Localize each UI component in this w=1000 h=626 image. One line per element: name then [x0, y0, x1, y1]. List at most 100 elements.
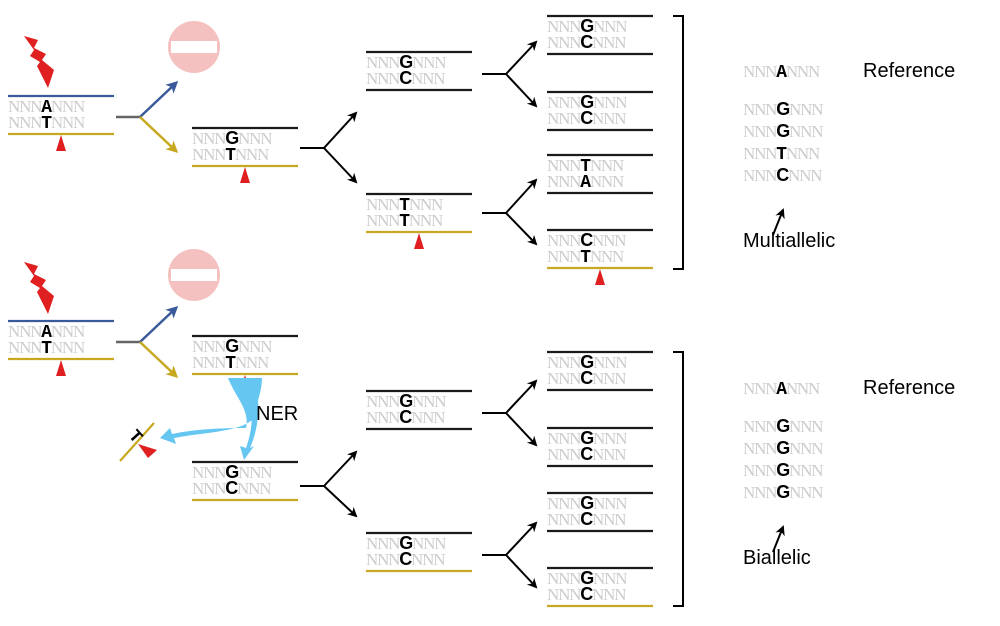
variant-base: A	[776, 63, 787, 83]
flank-right: NNN	[592, 109, 626, 128]
sequence-line: NNNCNNN	[547, 368, 627, 388]
svg-text:NNNGNNN: NNNGNNN	[743, 460, 823, 480]
replication-fork	[482, 40, 538, 108]
arrow-icon	[139, 341, 179, 379]
variant-base: T	[399, 196, 410, 216]
arrow-icon	[505, 212, 538, 246]
flank-left: NNN	[366, 408, 400, 427]
sequence-line: NNNTNNN	[366, 195, 444, 216]
flank-left: NNN	[366, 550, 400, 569]
arrow-icon	[323, 485, 358, 518]
sequence-line: NNNGNNN	[547, 92, 628, 112]
svg-text:NNNGNNN: NNNGNNN	[547, 428, 627, 448]
flank-left: NNN	[192, 145, 226, 164]
variant-base: G	[580, 92, 593, 112]
arrow-icon	[505, 40, 538, 75]
flank-right: NNN	[592, 510, 626, 529]
svg-text:NNNGNNN: NNNGNNN	[366, 391, 446, 411]
flank-right: NNN	[789, 483, 823, 502]
flank-left: NNN	[743, 62, 777, 81]
flank-right: NNN	[51, 97, 85, 116]
variant-base: T	[225, 146, 236, 166]
svg-text:NNNGNNN: NNNGNNN	[366, 533, 446, 553]
svg-text:NNNANNN: NNNANNN	[547, 172, 624, 193]
variant-base: G	[580, 493, 593, 513]
sequence-line: NNNGNNN	[366, 533, 447, 553]
arrow-icon	[323, 450, 358, 487]
sequence-line: NNNTNNN	[8, 338, 86, 359]
flank-right: NNN	[590, 172, 624, 191]
svg-text:NNNCNNN: NNNCNNN	[547, 32, 626, 52]
variant-base: G	[580, 428, 593, 448]
lesion-marker-icon	[56, 360, 66, 376]
flank-right: NNN	[788, 166, 822, 185]
replication-fork	[300, 111, 358, 184]
flank-left: NNN	[8, 113, 42, 132]
svg-text:NNNTNNN: NNNTNNN	[547, 156, 624, 177]
reference-label: Reference	[863, 377, 955, 399]
flank-left: NNN	[743, 144, 777, 163]
sequence-line: NNNCNNN	[547, 444, 627, 464]
sequence-line: NNNGNNN	[366, 391, 447, 411]
svg-text:NNNCNNN: NNNCNNN	[366, 549, 445, 569]
flank-right: NNN	[409, 211, 443, 230]
sequence-line: NNNCNNN	[547, 32, 627, 52]
variant-base: C	[580, 509, 593, 529]
flank-right: NNN	[786, 379, 820, 398]
variant-base: C	[580, 32, 593, 52]
flank-left: NNN	[192, 337, 226, 356]
origin-fork	[116, 305, 179, 379]
variant-base: G	[225, 128, 238, 148]
flank-left: NNN	[8, 322, 42, 341]
sequence-line: NNNTNNN	[743, 144, 821, 165]
sequence-line: NNNGNNN	[547, 16, 628, 36]
svg-text:NNNTNNN: NNNTNNN	[192, 145, 269, 166]
lightning-bolt-icon	[24, 36, 54, 88]
sequence-line: NNNCNNN	[366, 407, 446, 427]
lesion-marker-icon	[56, 135, 66, 151]
flank-right: NNN	[412, 392, 446, 411]
flank-right: NNN	[238, 129, 272, 148]
svg-text:NNNTNNN: NNNTNNN	[8, 113, 85, 134]
sequence-line: NNNGNNN	[743, 416, 824, 436]
svg-text:NNNCNNN: NNNCNNN	[192, 478, 271, 498]
flank-right: NNN	[235, 145, 269, 164]
lesion-marker-icon	[414, 233, 424, 249]
sequence-line: NNNGNNN	[743, 460, 824, 480]
flank-left: NNN	[547, 93, 581, 112]
variant-base: G	[225, 462, 238, 482]
variant-base: C	[399, 68, 412, 88]
variant-base: G	[776, 482, 789, 502]
flank-right: NNN	[412, 534, 446, 553]
flank-left: NNN	[547, 494, 581, 513]
flank-left: NNN	[743, 439, 777, 458]
arrow-icon	[139, 305, 179, 343]
flank-left: NNN	[366, 392, 400, 411]
flank-right: NNN	[51, 322, 85, 341]
sequence-line: NNNANNN	[547, 172, 625, 193]
flank-left: NNN	[8, 338, 42, 357]
sequence-line: NNNGNNN	[547, 568, 628, 588]
sequence-line: NNNANNN	[8, 97, 86, 118]
flank-right: NNN	[789, 417, 823, 436]
sequence-line: NNNTNNN	[192, 145, 270, 166]
flank-left: NNN	[743, 100, 777, 119]
flank-left: NNN	[743, 122, 777, 141]
variant-base: G	[580, 568, 593, 588]
svg-text:NNNCNNN: NNNCNNN	[743, 165, 822, 185]
svg-text:NNNGNNN: NNNGNNN	[366, 52, 446, 72]
svg-text:NNNGNNN: NNNGNNN	[547, 568, 627, 588]
variant-base: C	[580, 230, 593, 250]
